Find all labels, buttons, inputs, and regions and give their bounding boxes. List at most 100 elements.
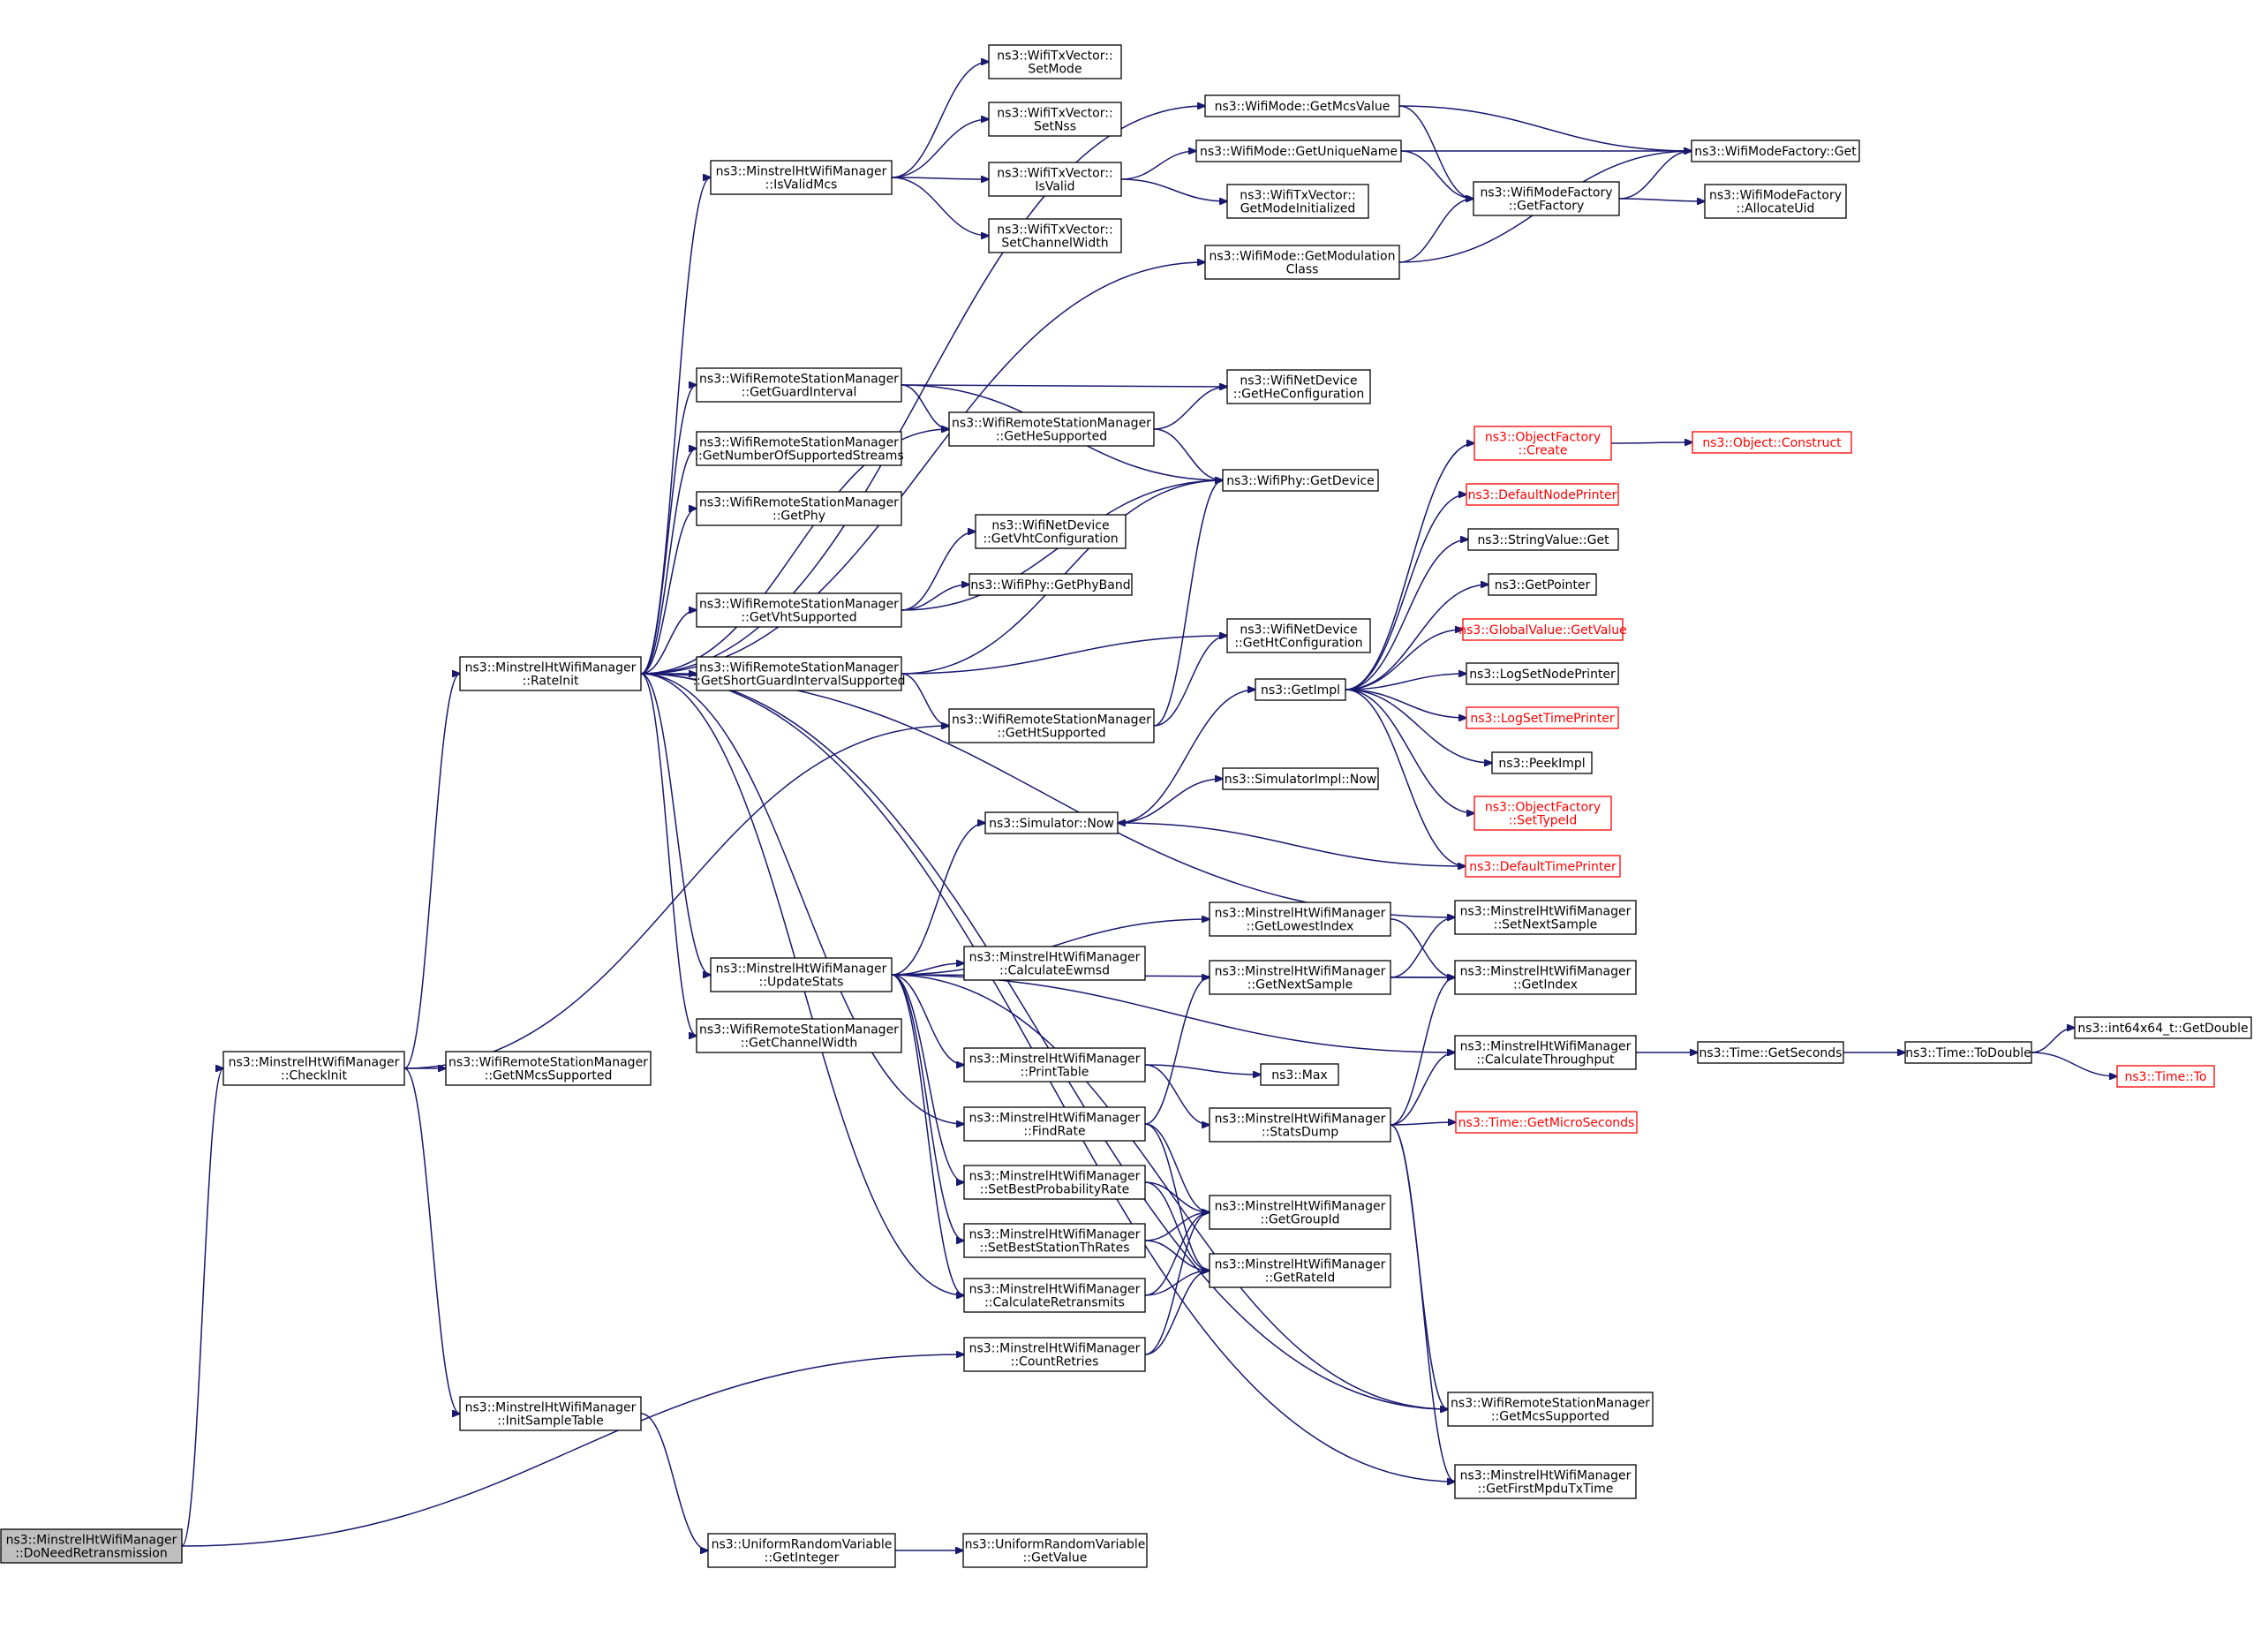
node-get-micro-seconds[interactable]: ns3::Time::GetMicroSeconds <box>1455 1111 1638 1134</box>
node-get-channel-width[interactable]: ns3::WifiRemoteStationManager::GetChanne… <box>696 1018 902 1053</box>
node-box <box>1467 528 1619 551</box>
node-count-retries[interactable]: ns3::MinstrelHtWifiManager::CountRetries <box>963 1337 1146 1372</box>
node-set-nss[interactable]: ns3::WifiTxVector::SetNss <box>988 102 1122 137</box>
node-set-mode[interactable]: ns3::WifiTxVector::SetMode <box>988 44 1122 79</box>
node-print-table[interactable]: ns3::MinstrelHtWifiManager::PrintTable <box>963 1047 1146 1082</box>
node-default-time-printer[interactable]: ns3::DefaultTimePrinter <box>1465 855 1621 878</box>
node-get-ht-supported[interactable]: ns3::WifiRemoteStationManager::GetHtSupp… <box>948 708 1155 743</box>
node-get-impl[interactable]: ns3::GetImpl <box>1255 678 1346 701</box>
node-default-node-printer[interactable]: ns3::DefaultNodePrinter <box>1466 483 1619 506</box>
edge-get-impl-to-default-time-printer <box>1345 689 1466 866</box>
node-get-index[interactable]: ns3::MinstrelHtWifiManager::GetIndex <box>1454 960 1637 995</box>
node-box <box>1704 184 1847 219</box>
node-get-first-mpdu-tx-time[interactable]: ns3::MinstrelHtWifiManager::GetFirstMpdu… <box>1454 1464 1637 1499</box>
edge-set-best-station-th-rates-to-get-rate-id <box>1144 1240 1210 1271</box>
node-uniform-get-integer[interactable]: ns3::UniformRandomVariable::GetInteger <box>707 1533 896 1568</box>
node-get-phy-band[interactable]: ns3::WifiPhy::GetPhyBand <box>968 573 1133 596</box>
node-box <box>1473 181 1620 216</box>
edge-get-guard-interval-to-get-he-configuration <box>901 385 1227 387</box>
node-mode-factory-get[interactable]: ns3::WifiModeFactory::Get <box>1691 140 1860 162</box>
node-label-line: ::GetHtSupported <box>997 727 1105 741</box>
node-find-rate[interactable]: ns3::MinstrelHtWifiManager::FindRate <box>963 1106 1146 1142</box>
node-update-stats[interactable]: ns3::MinstrelHtWifiManager::UpdateStats <box>710 957 893 992</box>
node-label-line: ::CheckInit <box>281 1069 347 1083</box>
node-log-set-time-printer[interactable]: ns3::LogSetTimePrinter <box>1466 706 1619 729</box>
node-label-line: ns3::GetImpl <box>1261 683 1340 698</box>
node-set-best-station-th-rates[interactable]: ns3::MinstrelHtWifiManager::SetBestStati… <box>963 1223 1146 1258</box>
node-label-line: ns3::MinstrelHtWifiManager <box>1215 1258 1386 1272</box>
node-stats-dump[interactable]: ns3::MinstrelHtWifiManager::StatsDump <box>1209 1107 1391 1143</box>
node-label-line: ns3::MinstrelHtWifiManager <box>969 1228 1141 1242</box>
edge-get-short-guard-interval-supported-to-get-ht-supported <box>901 673 949 726</box>
edge-get-impl-to-log-set-node-printer <box>1345 674 1466 690</box>
node-label-line: ns3::ObjectFactory <box>1485 431 1601 445</box>
node-simulator-now[interactable]: ns3::Simulator::Now <box>984 811 1119 834</box>
node-box <box>962 1533 1148 1568</box>
edge-check-init-to-rate-init <box>403 674 460 1069</box>
node-set-next-sample[interactable]: ns3::MinstrelHtWifiManager::SetNextSampl… <box>1454 900 1637 935</box>
node-int64-get-double[interactable]: ns3::int64x64_t::GetDouble <box>2074 1016 2252 1039</box>
node-label-line: IsValid <box>1035 180 1074 194</box>
node-get-next-sample[interactable]: ns3::MinstrelHtWifiManager::GetNextSampl… <box>1209 960 1391 995</box>
node-mode-factory-get-factory[interactable]: ns3::WifiModeFactory::GetFactory <box>1473 181 1620 216</box>
node-set-best-probability-rate[interactable]: ns3::MinstrelHtWifiManager::SetBestProba… <box>963 1165 1146 1200</box>
node-allocate-uid[interactable]: ns3::WifiModeFactory::AllocateUid <box>1704 184 1847 219</box>
node-label-line: ns3::WifiTxVector:: <box>997 223 1112 238</box>
node-calculate-retransmits[interactable]: ns3::MinstrelHtWifiManager::CalculateRet… <box>963 1278 1146 1313</box>
node-get-guard-interval[interactable]: ns3::WifiRemoteStationManager::GetGuardI… <box>696 367 902 403</box>
node-get-he-supported[interactable]: ns3::WifiRemoteStationManager::GetHeSupp… <box>948 411 1155 447</box>
node-time-get-seconds[interactable]: ns3::Time::GetSeconds <box>1697 1041 1844 1064</box>
node-label-line: ns3::MinstrelHtWifiManager <box>969 951 1141 965</box>
node-init-sample-table[interactable]: ns3::MinstrelHtWifiManager::InitSampleTa… <box>459 1396 642 1431</box>
node-get-mcs-supported[interactable]: ns3::WifiRemoteStationManager::GetMcsSup… <box>1447 1392 1654 1427</box>
node-log-set-node-printer[interactable]: ns3::LogSetNodePrinter <box>1466 662 1619 685</box>
node-box <box>963 1337 1146 1372</box>
node-is-valid[interactable]: ns3::WifiTxVector::IsValid <box>988 162 1122 197</box>
node-do-need-retransmission[interactable]: ns3::MinstrelHtWifiManager::DoNeedRetran… <box>0 1528 183 1564</box>
node-time-to[interactable]: ns3::Time::To <box>2116 1065 2215 1088</box>
node-calculate-ewmsd[interactable]: ns3::MinstrelHtWifiManager::CalculateEwm… <box>963 946 1146 981</box>
node-get-rate-id[interactable]: ns3::MinstrelHtWifiManager::GetRateId <box>1209 1253 1391 1288</box>
node-box <box>1454 1035 1637 1070</box>
node-max[interactable]: ns3::Max <box>1260 1063 1339 1086</box>
node-get-ht-configuration[interactable]: ns3::WifiNetDevice::GetHtConfiguration <box>1226 618 1371 653</box>
edge-rate-init-to-get-guard-interval <box>640 385 697 675</box>
node-object-factory-set-type-id[interactable]: ns3::ObjectFactory::SetTypeId <box>1473 796 1612 831</box>
node-set-channel-width[interactable]: ns3::WifiTxVector::SetChannelWidth <box>988 218 1122 253</box>
node-check-init[interactable]: ns3::MinstrelHtWifiManager::CheckInit <box>222 1051 405 1086</box>
node-calculate-throughput[interactable]: ns3::MinstrelHtWifiManager::CalculateThr… <box>1454 1035 1637 1070</box>
node-box <box>963 1047 1146 1082</box>
edge-get-impl-to-default-node-printer <box>1345 494 1466 690</box>
node-box <box>696 592 902 628</box>
node-simulator-impl-now[interactable]: ns3::SimulatorImpl::Now <box>1222 767 1379 790</box>
node-rate-init[interactable]: ns3::MinstrelHtWifiManager::RateInit <box>459 656 642 691</box>
edge-mode-factory-get-factory-to-mode-factory-get <box>1618 151 1692 200</box>
node-object-factory-create[interactable]: ns3::ObjectFactory::Create <box>1473 426 1612 461</box>
node-label-line: ns3::Max <box>1271 1068 1327 1082</box>
node-get-group-id[interactable]: ns3::MinstrelHtWifiManager::GetGroupId <box>1209 1195 1391 1230</box>
node-get-lowest-index[interactable]: ns3::MinstrelHtWifiManager::GetLowestInd… <box>1209 901 1391 937</box>
node-label-line: ns3::MinstrelHtWifiManager <box>969 1170 1141 1184</box>
node-get-vht-supported[interactable]: ns3::WifiRemoteStationManager::GetVhtSup… <box>696 592 902 628</box>
node-get-unique-name[interactable]: ns3::WifiMode::GetUniqueName <box>1195 140 1402 162</box>
node-time-to-double[interactable]: ns3::Time::ToDouble <box>1904 1041 2032 1064</box>
node-get-he-configuration[interactable]: ns3::WifiNetDevice::GetHeConfiguration <box>1226 369 1371 404</box>
node-label-line: ::PrintTable <box>1021 1066 1089 1080</box>
node-object-construct[interactable]: ns3::Object::Construct <box>1692 431 1852 454</box>
node-get-vht-configuration[interactable]: ns3::WifiNetDevice::GetVhtConfiguration <box>975 514 1127 549</box>
node-get-nmcs-supported[interactable]: ns3::WifiRemoteStationManager::GetNMcsSu… <box>445 1051 652 1086</box>
node-global-value-get-value[interactable]: ns3::GlobalValue::GetValue <box>1458 618 1627 641</box>
node-get-mcs-value[interactable]: ns3::WifiMode::GetMcsValue <box>1204 94 1400 117</box>
node-string-value-get[interactable]: ns3::StringValue::Get <box>1467 528 1619 551</box>
node-wifi-phy-get-device[interactable]: ns3::WifiPhy::GetDevice <box>1222 469 1379 492</box>
node-box <box>988 102 1122 137</box>
node-get-short-guard-interval-supported[interactable]: ns3::WifiRemoteStationManager::GetShortG… <box>692 656 906 691</box>
node-uniform-get-value[interactable]: ns3::UniformRandomVariable::GetValue <box>962 1533 1148 1568</box>
node-is-valid-mcs[interactable]: ns3::MinstrelHtWifiManager::IsValidMcs <box>710 160 893 195</box>
node-get-number-of-supported-streams[interactable]: ns3::WifiRemoteStationManager::GetNumber… <box>694 431 904 466</box>
node-peek-impl[interactable]: ns3::PeekImpl <box>1491 751 1593 774</box>
node-get-phy[interactable]: ns3::WifiRemoteStationManager::GetPhy <box>696 491 902 526</box>
node-get-mode-initialized[interactable]: ns3::WifiTxVector::GetModeInitialized <box>1226 184 1369 219</box>
node-get-pointer[interactable]: ns3::GetPointer <box>1488 573 1597 596</box>
